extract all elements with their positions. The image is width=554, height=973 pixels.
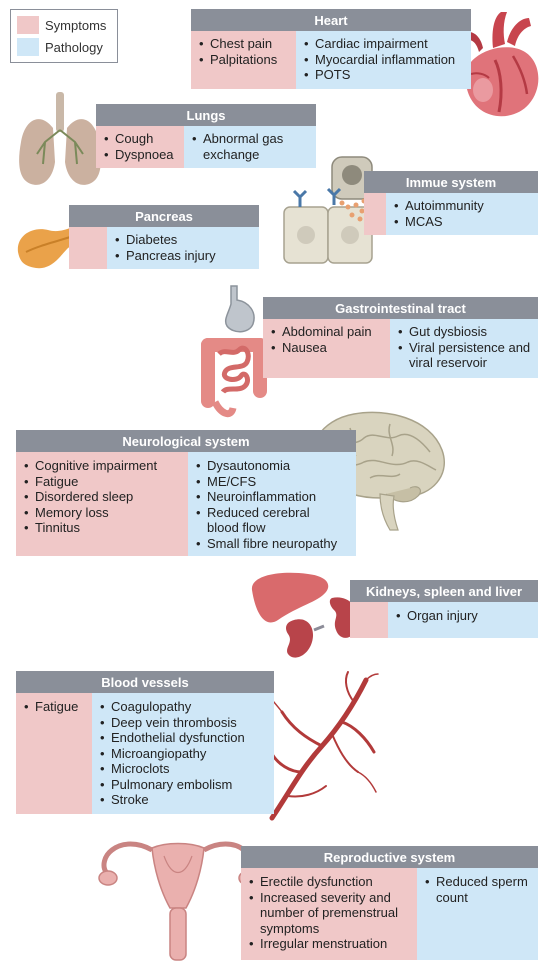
ksl-title: Kidneys, spleen and liver [350,580,538,602]
lungs-pathology-item: Abnormal gas exchange [190,131,310,162]
pancreas-panel: Pancreas Diabetes Pancreas injury [69,205,259,269]
gi-symptoms: Abdominal pain Nausea [263,319,390,378]
lungs-icon [19,92,101,185]
gi-title: Gastrointestinal tract [263,297,538,319]
neuro-pathology-item: Small fibre neuropathy [194,536,344,552]
legend-symptoms: Symptoms [17,16,106,34]
legend: Symptoms Pathology [10,9,118,63]
lungs-symptoms: Cough Dyspnoea [96,126,184,168]
lungs-symptom: Cough [102,131,174,147]
heart-symptoms: Chest pain Palpitations [191,31,296,89]
symptoms-swatch [17,16,39,34]
gi-pathology: Gut dysbiosis Viral persistence and vira… [390,319,538,378]
neuro-pathology-item: Reduced cerebral blood flow [194,505,344,536]
lungs-panel: Lungs Cough Dyspnoea Abnormal gas exchan… [96,104,316,168]
vessels-symptom: Fatigue [22,699,78,715]
heart-symptom: Palpitations [197,52,277,68]
repro-panel: Reproductive system Erectile dysfunction… [241,846,538,960]
pancreas-pathology: Diabetes Pancreas injury [107,227,259,269]
vessels-title: Blood vessels [16,671,274,693]
repro-symptoms: Erectile dysfunction Increased severity … [241,868,417,960]
neuro-pathology: Dysautonomia ME/CFS Neuroinflammation Re… [188,452,356,556]
heart-pathology-item: Myocardial inflammation [302,52,455,68]
neuro-symptoms: Cognitive impairment Fatigue Disordered … [16,452,188,556]
immune-pathology-item: Autoimmunity [392,198,484,214]
neuro-panel: Neurological system Cognitive impairment… [16,430,356,556]
neuro-symptom: Memory loss [22,505,157,521]
vessels-pathology-item: Microclots [98,761,245,777]
lungs-title: Lungs [96,104,316,126]
immune-cells-icon [283,156,373,264]
heart-pathology-item: Cardiac impairment [302,36,455,52]
kidney-spleen-liver-icon [251,572,359,658]
pancreas-pathology-item: Pancreas injury [113,248,216,264]
repro-symptom: Irregular menstruation [247,936,411,952]
gastrointestinal-icon [201,285,267,418]
lungs-pathology: Abnormal gas exchange [184,126,316,168]
vessels-pathology-item: Pulmonary embolism [98,777,245,793]
immune-pathology-item: MCAS [392,214,484,230]
heart-title: Heart [191,9,471,31]
uterus-icon [98,841,258,961]
neuro-symptom: Fatigue [22,474,157,490]
vessels-panel: Blood vessels Fatigue Coagulopathy Deep … [16,671,274,814]
pancreas-symptoms [69,227,107,269]
gi-symptom: Nausea [269,340,372,356]
legend-pathology: Pathology [17,38,103,56]
pathology-swatch [17,38,39,56]
neuro-symptom: Disordered sleep [22,489,157,505]
blood-vessels-icon [265,671,379,821]
heart-panel: Heart Chest pain Palpitations Cardiac im… [191,9,471,89]
ksl-symptoms [350,602,388,638]
vessels-pathology-item: Deep vein thrombosis [98,715,245,731]
repro-symptom: Increased severity and number of premens… [247,890,411,937]
pancreas-pathology-item: Diabetes [113,232,216,248]
immune-symptoms [364,193,386,235]
legend-pathology-label: Pathology [45,39,103,55]
ksl-pathology: Organ injury [388,602,538,638]
gi-panel: Gastrointestinal tract Abdominal pain Na… [263,297,538,378]
vessels-pathology-item: Stroke [98,792,245,808]
gi-pathology-item: Viral persistence and viral reservoir [396,340,536,371]
gi-symptom: Abdominal pain [269,324,372,340]
neuro-pathology-item: Dysautonomia [194,458,344,474]
gi-pathology-item: Gut dysbiosis [396,324,536,340]
heart-pathology: Cardiac impairment Myocardial inflammati… [296,31,471,89]
pancreas-title: Pancreas [69,205,259,227]
immune-panel: Immue system Autoimmunity MCAS [364,171,538,235]
lungs-symptom: Dyspnoea [102,147,174,163]
neuro-pathology-item: Neuroinflammation [194,489,344,505]
vessels-pathology-item: Microangiopathy [98,746,245,762]
heart-icon [465,12,539,117]
vessels-symptoms: Fatigue [16,693,92,814]
neuro-pathology-item: ME/CFS [194,474,344,490]
repro-symptom: Erectile dysfunction [247,874,411,890]
immune-pathology: Autoimmunity MCAS [386,193,538,235]
ksl-pathology-item: Organ injury [394,608,478,624]
immune-title: Immue system [364,171,538,193]
vessels-pathology-item: Endothelial dysfunction [98,730,245,746]
legend-symptoms-label: Symptoms [45,17,107,33]
neuro-symptom: Tinnitus [22,520,157,536]
vessels-pathology: Coagulopathy Deep vein thrombosis Endoth… [92,693,274,814]
repro-pathology-item: Reduced sperm count [423,874,533,905]
heart-pathology-item: POTS [302,67,455,83]
vessels-pathology-item: Coagulopathy [98,699,245,715]
repro-pathology: Reduced sperm count [417,868,538,960]
heart-symptom: Chest pain [197,36,277,52]
neuro-title: Neurological system [16,430,356,452]
repro-title: Reproductive system [241,846,538,868]
neuro-symptom: Cognitive impairment [22,458,157,474]
ksl-panel: Kidneys, spleen and liver Organ injury [350,580,538,638]
